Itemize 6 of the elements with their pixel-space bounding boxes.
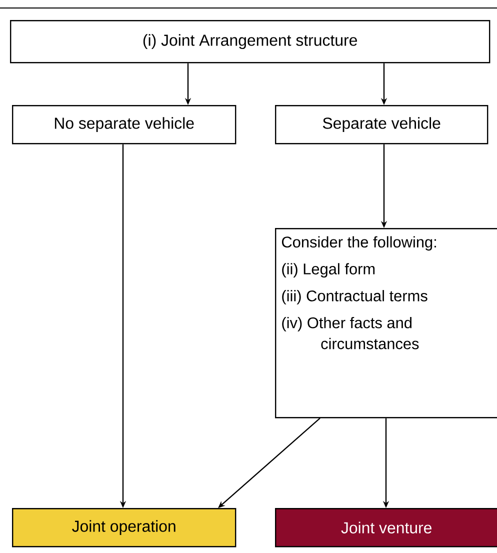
process-box: (i) Joint Arrangement structure [10, 20, 490, 64]
list-box: Consider the following: (ii) Legal form (iii) Contractual terms (iv) Other facts and circumstances [275, 228, 497, 418]
process-box: Separate vehicle [275, 105, 488, 144]
outcome-box: Joint operation [12, 508, 236, 548]
process-box: No separate vehicle [12, 105, 236, 144]
outcome-box: Joint venture [275, 508, 497, 548]
